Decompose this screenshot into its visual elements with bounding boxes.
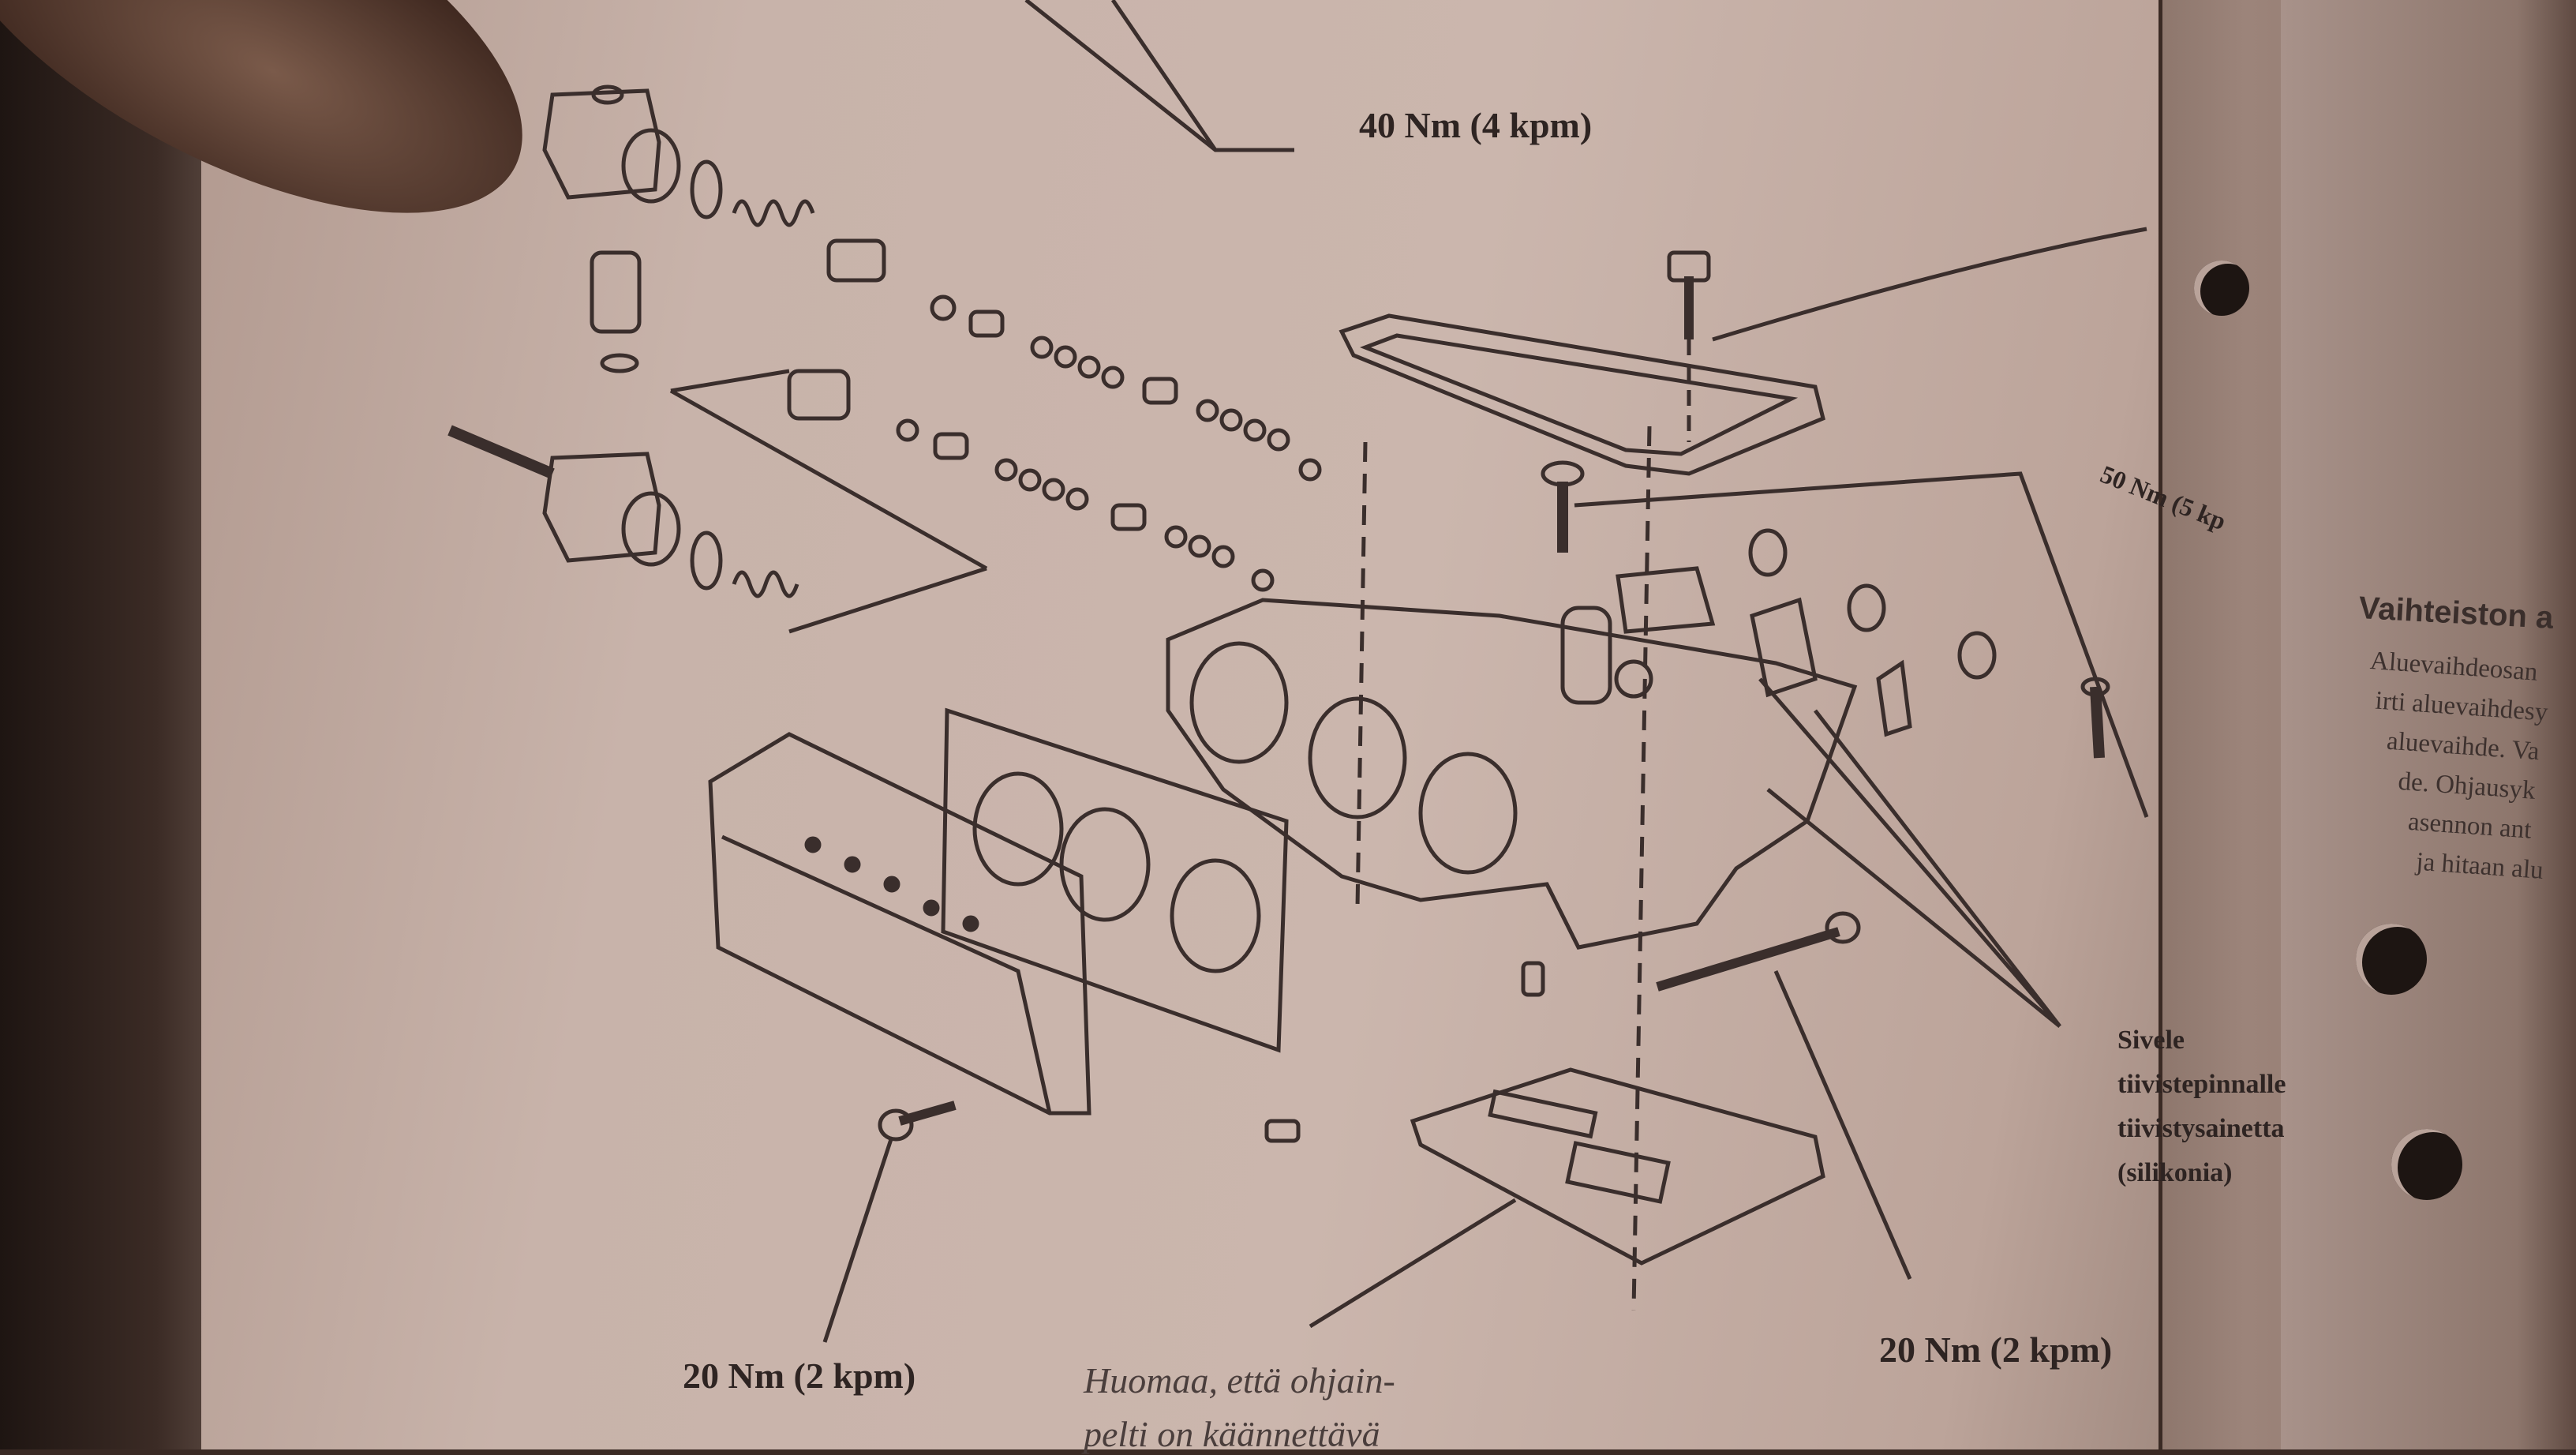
right-page bbox=[2281, 0, 2576, 1449]
guide-line bbox=[669, 369, 988, 634]
sealant-note-line: Sivele bbox=[2117, 1026, 2185, 1055]
caption-line-1: Huomaa, että ohjain- bbox=[1084, 1360, 1395, 1401]
right-page-body: Aluevaihdeosan irti aluevaihdesy aluevai… bbox=[2355, 641, 2559, 891]
hollow-bolt bbox=[1541, 460, 1585, 553]
caption-line-2: pelti on käännettävä bbox=[1084, 1414, 1380, 1454]
binder-hole bbox=[2391, 1129, 2462, 1200]
leader-line bbox=[1309, 1198, 1517, 1329]
leader-line bbox=[822, 1136, 894, 1343]
top-cover-plate bbox=[1339, 313, 1825, 476]
leader-line bbox=[1712, 227, 2147, 342]
sealant-note-line: tiivistepinnalle bbox=[2117, 1070, 2286, 1099]
side-cover bbox=[708, 732, 1091, 1116]
spring-ball-row-2 bbox=[732, 369, 1275, 598]
spring-ball-row-1 bbox=[732, 199, 1322, 482]
sealant-note-line: (silikonia) bbox=[2117, 1158, 2233, 1187]
leader-line bbox=[1758, 677, 2061, 1028]
valve-housing bbox=[1166, 566, 1912, 950]
torque-label-bottom-right: 20 Nm (2 kpm) bbox=[1879, 1329, 2113, 1370]
guide-line bbox=[1355, 426, 1652, 1311]
sealant-note: Sivele tiivistepinnalle tiivistysainetta… bbox=[2117, 1018, 2286, 1195]
binder-hole bbox=[2194, 261, 2249, 316]
dowel-pin bbox=[1264, 1119, 1301, 1143]
binder-hole bbox=[2356, 924, 2427, 995]
cover-bolt bbox=[1667, 250, 1711, 442]
torque-label-bottom-left: 20 Nm (2 kpm) bbox=[683, 1356, 916, 1396]
guide-plate bbox=[1410, 961, 1825, 1266]
leader-line bbox=[1574, 471, 2149, 818]
sealant-note-line: tiivistysainetta bbox=[2117, 1114, 2285, 1143]
sensor-switch bbox=[590, 250, 642, 373]
side-cover-bolt bbox=[878, 1101, 957, 1142]
long-bolt bbox=[1656, 911, 1861, 992]
valve-unit-top bbox=[542, 84, 723, 219]
plug-rings bbox=[1748, 528, 1997, 680]
leader-line bbox=[1024, 0, 1294, 152]
leader-line bbox=[1773, 970, 1912, 1280]
gasket bbox=[941, 707, 1289, 1053]
torque-label-top: 40 Nm (4 kpm) bbox=[1359, 105, 1593, 145]
side-bolt bbox=[2080, 677, 2110, 759]
valve-unit-bottom bbox=[447, 425, 723, 591]
